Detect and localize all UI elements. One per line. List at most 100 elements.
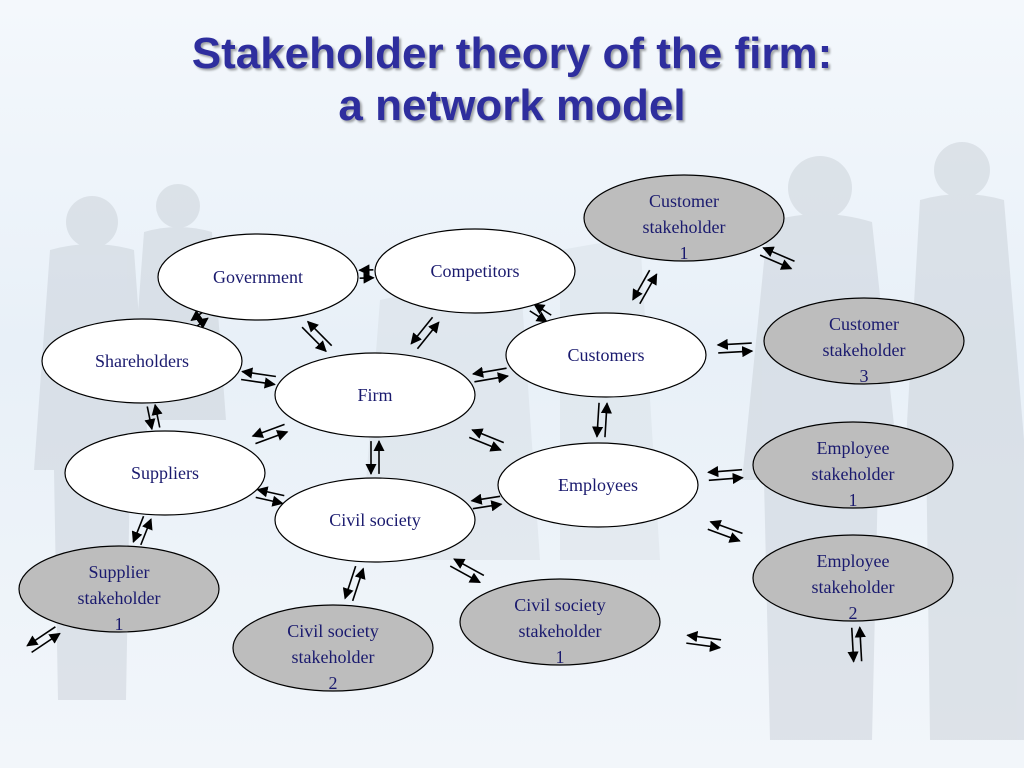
arrow-suppliers-civil-society-in <box>256 486 285 498</box>
arrow-firm-customers-out <box>474 372 510 384</box>
node-label-civil-society-line-1: Civil society <box>329 510 421 530</box>
arrow-government-firm-in <box>306 320 333 347</box>
node-label-customer-stakeholder-1-line-2: stakeholder <box>643 217 726 237</box>
node-label-supplier-stakeholder-1-line-1: Supplier <box>89 562 150 582</box>
node-label-employee-stakeholder-2-line-2: stakeholder <box>812 577 895 597</box>
node-label-employee-stakeholder-2-line-1: Employee <box>817 551 890 571</box>
node-shape-suppliers <box>64 430 266 516</box>
title-line-2: a network model <box>338 81 686 130</box>
node-label-customer-stakeholder-1-line-3: 1 <box>680 243 689 263</box>
arrow-competitors-firm-in <box>416 321 440 350</box>
node-supplier-stakeholder-1: Supplier stakeholder 1 <box>18 545 220 634</box>
arrow-shareholders-firm-in <box>241 367 277 379</box>
arrow-customer-stakeholder-1-external-out <box>759 254 793 270</box>
arrow-civil-society-civil-society-stakeholder-2-out <box>342 565 357 600</box>
arrow-employees-employee-stakeholder-2-out <box>707 528 741 543</box>
node-shape-customer-stakeholder-3 <box>763 297 965 385</box>
arrow-civil-society-employees-in <box>470 493 501 505</box>
node-shape-civil-society-stakeholder-2 <box>232 604 434 692</box>
arrow-customers-customer-stakeholder-1-in <box>632 269 651 301</box>
node-label-civil-society-stakeholder-1-line-1: Civil society <box>514 595 606 615</box>
node-civil-society: Civil society <box>274 477 476 563</box>
node-label-employees-line-1: Employees <box>558 475 638 495</box>
arrow-civil-society-employees-out <box>472 500 503 512</box>
arrow-employees-employee-stakeholder-1-out <box>708 472 744 485</box>
node-label-civil-society-stakeholder-2-line-3: 2 <box>329 673 338 693</box>
arrow-shareholders-suppliers-in <box>151 403 163 428</box>
arrow-civil-society-civil-society-stakeholder-1-out <box>449 565 481 584</box>
arrow-customers-customer-stakeholder-3-out <box>718 346 754 358</box>
arrow-firm-customers-in <box>471 366 507 378</box>
arrow-customers-employees-in <box>600 402 613 438</box>
arrow-government-shareholders-in <box>195 317 209 329</box>
arrow-customers-customer-stakeholder-1-out <box>639 273 658 305</box>
node-label-civil-society-stakeholder-2-line-1: Civil society <box>287 621 379 641</box>
node-civil-society-stakeholder-2: Civil society stakeholder 2 <box>232 604 434 693</box>
arrow-civil-society-civil-society-stakeholder-2-in <box>351 567 366 602</box>
node-label-civil-society-stakeholder-1-line-3: 1 <box>556 647 565 667</box>
node-shape-shareholders <box>41 318 243 404</box>
arrow-suppliers-supplier-stakeholder-1-in <box>140 518 153 546</box>
node-shape-civil-society <box>274 477 476 563</box>
node-shape-supplier-stakeholder-1 <box>18 545 220 633</box>
node-label-employee-stakeholder-1-line-1: Employee <box>817 438 890 458</box>
arrow-civil-society-stakeholder-1-external-in <box>686 631 722 643</box>
node-label-competitors-line-1: Competitors <box>431 261 520 281</box>
arrow-customer-stakeholder-1-external-in <box>762 246 795 263</box>
node-firm: Firm <box>274 352 476 438</box>
node-label-supplier-stakeholder-1-line-3: 1 <box>115 614 124 634</box>
arrows-layer <box>26 246 866 663</box>
arrow-employee-stakeholder-2-external-out <box>847 627 859 663</box>
node-shareholders: Shareholders <box>41 318 243 404</box>
node-label-customer-stakeholder-3-line-2: stakeholder <box>823 340 906 360</box>
node-shape-employees <box>497 442 699 528</box>
node-competitors: Competitors <box>374 228 576 314</box>
arrow-employee-stakeholder-2-external-in <box>854 626 866 662</box>
arrow-government-firm-out <box>301 326 327 353</box>
node-shape-employee-stakeholder-1 <box>752 421 954 509</box>
node-shape-competitors <box>374 228 576 314</box>
node-label-supplier-stakeholder-1-line-2: stakeholder <box>78 588 161 608</box>
arrow-civil-society-civil-society-stakeholder-1-in <box>453 558 485 577</box>
arrow-suppliers-supplier-stakeholder-1-out <box>131 515 145 543</box>
slide-title: Stakeholder theory of the firm: a networ… <box>0 28 1024 132</box>
node-employees: Employees <box>497 442 699 528</box>
arrow-firm-suppliers-in <box>255 430 289 445</box>
arrow-competitors-customers-out <box>529 310 548 323</box>
arrow-civil-society-stakeholder-1-external-out <box>686 640 722 652</box>
arrow-firm-suppliers-out <box>251 423 285 438</box>
node-label-civil-society-stakeholder-1-line-2: stakeholder <box>519 621 602 641</box>
node-shape-civil-society-stakeholder-1 <box>459 578 661 666</box>
node-shape-customers <box>505 312 707 398</box>
node-government: Government <box>157 233 359 321</box>
arrow-employees-employee-stakeholder-2-in <box>709 519 743 535</box>
node-label-firm-line-1: Firm <box>357 385 392 405</box>
arrow-suppliers-civil-society-out <box>255 495 284 507</box>
arrow-government-shareholders-out <box>190 309 204 322</box>
arrow-competitors-firm-out <box>410 316 434 345</box>
arrow-customers-customer-stakeholder-3-in <box>716 338 752 350</box>
arrow-customers-employees-out <box>591 402 604 438</box>
node-label-shareholders-line-1: Shareholders <box>95 351 189 371</box>
node-label-civil-society-stakeholder-2-line-2: stakeholder <box>292 647 375 667</box>
node-shape-customer-stakeholder-1 <box>583 174 785 262</box>
arrow-supplier-stakeholder-1-external-out <box>26 626 56 647</box>
node-customers: Customers <box>505 312 707 398</box>
title-line-1: Stakeholder theory of the firm: <box>191 29 833 78</box>
arrow-firm-employees-in <box>471 428 505 444</box>
node-shape-firm <box>274 352 476 438</box>
node-label-employee-stakeholder-1-line-3: 1 <box>849 490 858 510</box>
node-employee-stakeholder-2: Employee stakeholder 2 <box>752 534 954 623</box>
node-label-customer-stakeholder-3-line-3: 3 <box>860 366 869 386</box>
node-civil-society-stakeholder-1: Civil society stakeholder 1 <box>459 578 661 667</box>
node-label-government-line-1: Government <box>213 267 303 287</box>
arrow-shareholders-suppliers-out <box>144 406 156 431</box>
arrow-supplier-stakeholder-1-external-in <box>31 632 61 654</box>
node-label-employee-stakeholder-2-line-3: 2 <box>849 603 858 623</box>
node-suppliers: Suppliers <box>64 430 266 516</box>
